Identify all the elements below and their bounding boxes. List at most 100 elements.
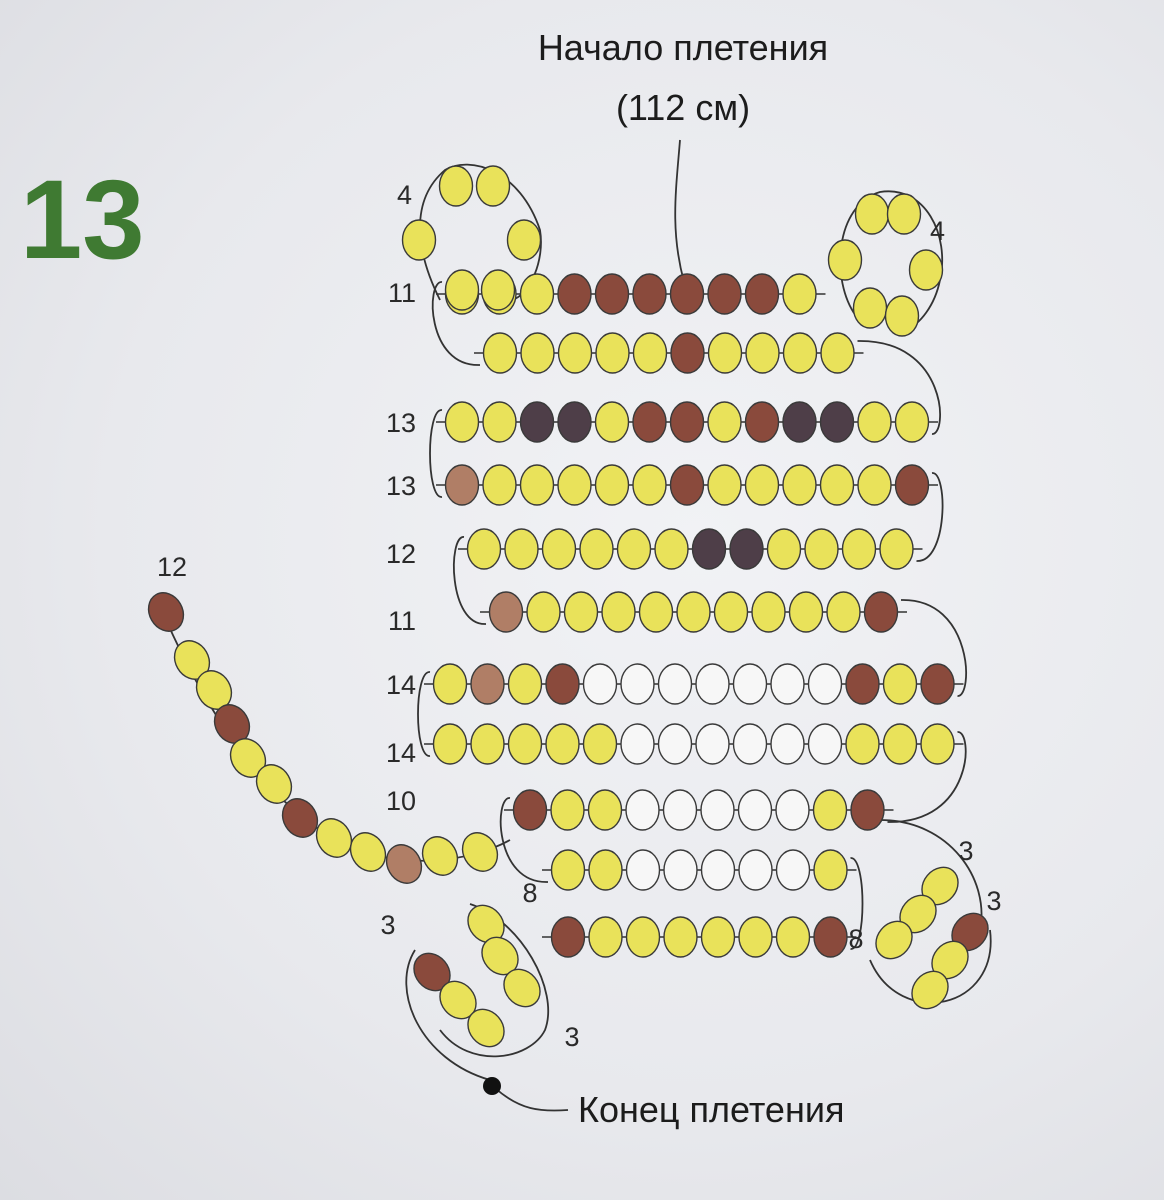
bead-row10-8 <box>813 849 848 891</box>
bead-row11-4 <box>663 916 698 958</box>
ear-right-bead-5 <box>852 287 888 329</box>
row-loop-5 <box>452 536 487 625</box>
bead-row3-8 <box>707 401 742 443</box>
bead-row6-7 <box>713 591 749 633</box>
bead-row8-3 <box>507 723 543 765</box>
paw-label-5: 3 <box>958 836 973 866</box>
bead-row5-9 <box>766 528 802 570</box>
bead-row5-11 <box>841 528 877 570</box>
row-label-7: 14 <box>386 670 416 700</box>
bead-row11-3 <box>625 916 661 958</box>
bead-row7-4 <box>545 663 580 705</box>
row-loop-9 <box>499 797 549 883</box>
bead-row5-3 <box>541 528 577 570</box>
bead-row7-13 <box>882 663 918 705</box>
end-label: Конец плетения <box>578 1089 844 1130</box>
bead-rows <box>147 165 989 1048</box>
paw-left-b-bead-3 <box>467 1008 505 1048</box>
bead-row11-1 <box>550 916 586 958</box>
bead-row8-13 <box>882 723 918 765</box>
paw-left-a-bead-3 <box>503 968 541 1008</box>
bead-row5-8 <box>729 528 764 570</box>
bead-row1-6 <box>632 273 667 315</box>
bead-row9-9 <box>812 789 848 831</box>
bead-row2-10 <box>820 332 855 374</box>
bead-row4-12 <box>857 464 892 506</box>
bead-row8-11 <box>807 723 843 765</box>
bead-row8-9 <box>732 723 768 765</box>
bead-row3-11 <box>819 401 855 443</box>
row-label-3: 13 <box>386 408 416 438</box>
bead-row10-1 <box>550 849 586 891</box>
ear-right-bead-3 <box>827 239 863 281</box>
bead-row2-1 <box>482 332 518 374</box>
bead-row6-2 <box>526 591 561 633</box>
bead-row6-8 <box>751 591 786 633</box>
bead-row9-10 <box>850 789 885 831</box>
bead-row8-4 <box>545 723 580 765</box>
bead-row8-12 <box>845 723 880 765</box>
bead-row7-14 <box>920 663 955 705</box>
tail-bead-9 <box>349 832 387 872</box>
bead-row7-9 <box>732 663 768 705</box>
row-label-9: 10 <box>386 786 416 816</box>
scheme-number: 13 <box>20 157 145 282</box>
bead-row6-4 <box>601 591 636 633</box>
bead-row5-4 <box>579 528 614 570</box>
bead-row11-8 <box>813 916 848 958</box>
row-label-1: 11 <box>388 278 416 308</box>
ear-left-bead-2 <box>475 165 511 207</box>
row-label-5: 12 <box>386 539 416 569</box>
bead-row4-3 <box>519 464 555 506</box>
bead-row3-4 <box>557 401 592 443</box>
tail-bead-6 <box>255 764 293 804</box>
row-loop-10 <box>850 857 864 950</box>
row-label-6: 11 <box>388 606 416 636</box>
bead-row4-6 <box>632 464 667 506</box>
bead-row9-6 <box>700 789 735 831</box>
bead-row7-11 <box>807 663 843 705</box>
bead-row9-2 <box>550 789 585 831</box>
bead-row9-5 <box>662 789 698 831</box>
bead-row3-1 <box>444 401 480 443</box>
bead-row2-2 <box>520 332 555 374</box>
bead-row1-7 <box>669 273 705 315</box>
paw-label-3: 3 <box>380 910 395 940</box>
row-loop-1 <box>431 281 481 366</box>
paw-left-outer-loop <box>439 903 550 1058</box>
bead-row10-3 <box>625 849 661 891</box>
ear-right-bead-4 <box>908 249 944 291</box>
bead-row3-5 <box>594 401 630 443</box>
tail-bead-11 <box>421 836 459 876</box>
bead-row1-5 <box>594 273 630 315</box>
bead-row7-12 <box>845 663 880 705</box>
tail-label: 12 <box>157 552 187 582</box>
bead-row8-7 <box>657 723 693 765</box>
bead-row11-6 <box>738 916 773 958</box>
end-pointer-line <box>494 1087 569 1112</box>
tail-bead-10 <box>385 844 423 884</box>
tail-bead-1 <box>147 592 185 632</box>
bead-row5-12 <box>879 528 914 570</box>
ear-left-bead-1 <box>438 165 474 207</box>
bead-row5-2 <box>504 528 539 570</box>
bead-row8-10 <box>770 723 805 765</box>
end-knot <box>483 1077 501 1095</box>
bead-row4-8 <box>707 464 742 506</box>
bead-row2-9 <box>782 332 818 374</box>
bead-row6-6 <box>676 591 711 633</box>
bead-row8-1 <box>432 723 468 765</box>
bead-row3-2 <box>482 401 517 443</box>
bead-row6-1 <box>488 591 524 633</box>
ear-right-label: 4 <box>930 216 945 246</box>
bead-row5-7 <box>691 528 727 570</box>
row-loop-4 <box>916 472 944 562</box>
bead-row10-5 <box>700 849 736 891</box>
row-label-4: 13 <box>386 471 416 501</box>
bead-row1-3 <box>519 273 555 315</box>
bead-row7-5 <box>582 663 618 705</box>
bead-row3-13 <box>894 401 930 443</box>
bead-row8-8 <box>695 723 730 765</box>
